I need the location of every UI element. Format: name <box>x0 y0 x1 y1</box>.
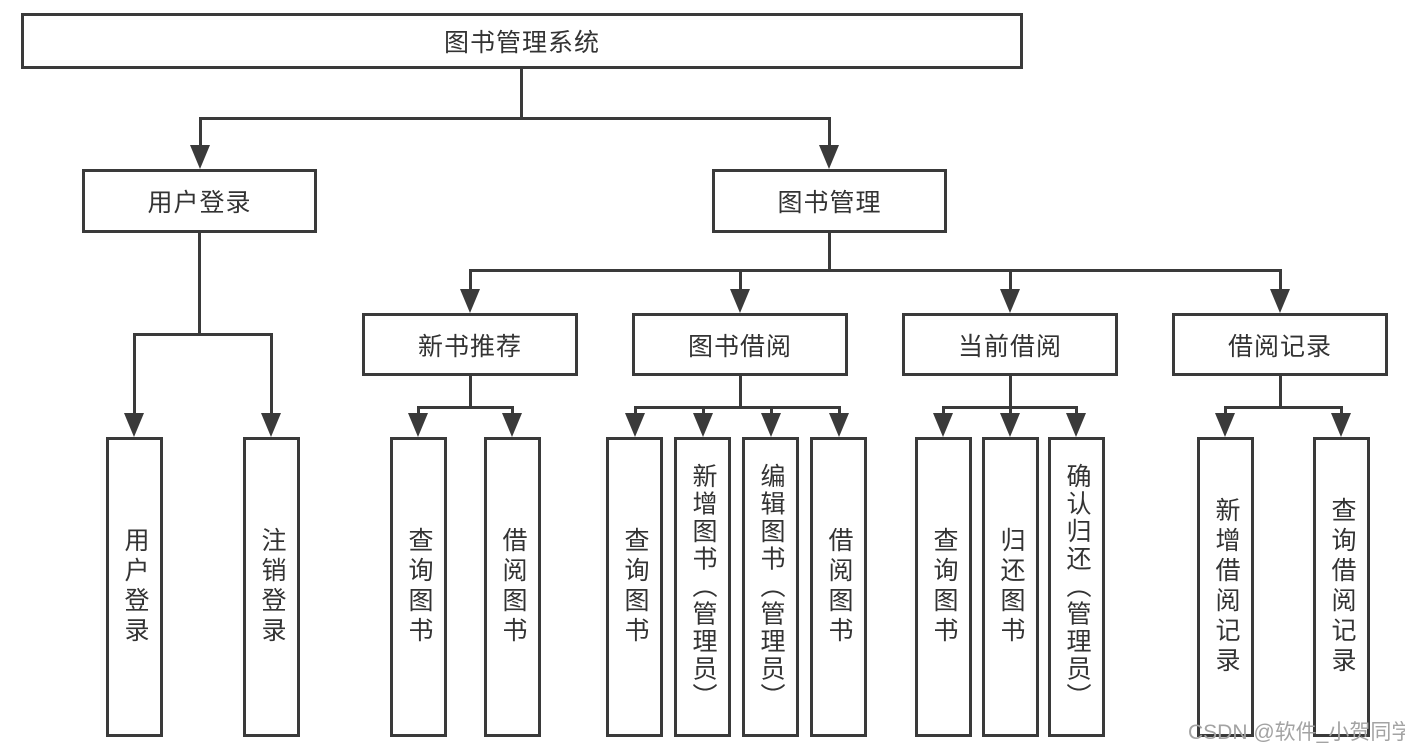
connector-line <box>1279 376 1282 409</box>
leaf-records-add-borrow-record: 新增借阅记录 <box>1197 437 1254 737</box>
connector-arrowhead <box>261 413 281 437</box>
connector-line <box>1075 406 1078 417</box>
leaf-current-query-books: 查询图书 <box>915 437 972 737</box>
connector-arrowhead <box>124 413 144 437</box>
node-label: 新书推荐 <box>417 332 522 361</box>
connector-arrowhead <box>1270 289 1290 313</box>
connector-line <box>634 406 839 409</box>
connector-arrowhead <box>1000 413 1020 437</box>
leaf-label: 查询借阅记录 <box>1328 497 1356 677</box>
connector-line <box>198 233 201 336</box>
connector-line <box>270 333 273 417</box>
connector-line <box>828 233 831 272</box>
node-label: 当前借阅 <box>957 332 1062 361</box>
node-borrowing-records: 借阅记录 <box>1172 313 1388 376</box>
connector-line <box>1009 406 1012 417</box>
leaf-label: 归还图书 <box>997 527 1025 647</box>
leaf-records-query-borrow-record: 查询借阅记录 <box>1313 437 1370 737</box>
connector-line <box>520 69 523 119</box>
connector-line <box>417 406 514 409</box>
connector-line <box>133 333 136 417</box>
connector-arrowhead <box>190 145 210 169</box>
connector-line <box>942 406 945 417</box>
connector-arrowhead <box>819 145 839 169</box>
leaf-label: 编辑图书（管理员） <box>757 463 785 711</box>
connector-line <box>199 117 831 120</box>
connector-arrowhead <box>730 289 750 313</box>
leaf-borrowing-query-books: 查询图书 <box>606 437 663 737</box>
node-book-borrowing: 图书借阅 <box>632 313 848 376</box>
connector-line <box>1340 406 1343 417</box>
connector-line <box>770 406 773 417</box>
connector-line <box>838 406 841 417</box>
connector-line <box>1224 406 1227 417</box>
leaf-current-return-books: 归还图书 <box>982 437 1039 737</box>
node-new-book-recommendation: 新书推荐 <box>362 313 578 376</box>
node-current-borrowing: 当前借阅 <box>902 313 1118 376</box>
connector-arrowhead <box>829 413 849 437</box>
node-label: 图书管理系统 <box>443 29 600 57</box>
node-book-management: 图书管理 <box>712 169 947 233</box>
leaf-label: 查询图书 <box>405 527 433 647</box>
connector-arrowhead <box>1000 289 1020 313</box>
leaf-label: 查询图书 <box>621 527 649 647</box>
connector-line <box>828 117 831 149</box>
node-label: 借阅记录 <box>1227 332 1332 361</box>
connector-line <box>469 269 1282 272</box>
connector-line <box>133 333 273 336</box>
leaf-label: 新增图书（管理员） <box>689 463 717 711</box>
connector-line <box>1009 269 1012 293</box>
watermark: CSDN @软件_小贺同学 <box>1188 721 1405 744</box>
connector-line <box>1009 376 1012 409</box>
connector-line <box>702 406 705 417</box>
connector-line <box>739 269 742 293</box>
connector-line <box>1279 269 1282 293</box>
connector-arrowhead <box>502 413 522 437</box>
leaf-borrowing-edit-books-admin: 编辑图书（管理员） <box>742 437 799 737</box>
leaf-newrec-query-books: 查询图书 <box>390 437 447 737</box>
connector-arrowhead <box>1066 413 1086 437</box>
connector-arrowhead <box>625 413 645 437</box>
connector-line <box>634 406 637 417</box>
leaf-newrec-borrow-books: 借阅图书 <box>484 437 541 737</box>
node-library-management-system: 图书管理系统 <box>21 13 1023 69</box>
leaf-label: 注销登录 <box>258 527 286 647</box>
connector-line <box>417 406 420 417</box>
connector-arrowhead <box>460 289 480 313</box>
connector-line <box>469 269 472 293</box>
node-label: 图书借阅 <box>687 332 792 361</box>
leaf-label: 用户登录 <box>121 527 149 647</box>
node-label: 图书管理 <box>777 189 882 217</box>
leaf-user-login: 用户登录 <box>106 437 163 737</box>
leaf-label: 确认归还（管理员） <box>1063 463 1091 711</box>
connector-arrowhead <box>1215 413 1235 437</box>
connector-line <box>469 376 472 409</box>
leaf-current-confirm-return-admin: 确认归还（管理员） <box>1048 437 1105 737</box>
connector-arrowhead <box>408 413 428 437</box>
connector-arrowhead <box>693 413 713 437</box>
connector-arrowhead <box>1331 413 1351 437</box>
node-label: 用户登录 <box>147 189 252 217</box>
leaf-label: 借阅图书 <box>825 527 853 647</box>
connector-line <box>511 406 514 417</box>
leaf-logout: 注销登录 <box>243 437 300 737</box>
leaf-label: 借阅图书 <box>499 527 527 647</box>
connector-arrowhead <box>933 413 953 437</box>
connector-line <box>199 117 202 149</box>
leaf-label: 查询图书 <box>930 527 958 647</box>
node-user-login: 用户登录 <box>82 169 317 233</box>
leaf-borrowing-add-books-admin: 新增图书（管理员） <box>674 437 731 737</box>
connector-line <box>1224 406 1343 409</box>
connector-line <box>739 376 742 409</box>
leaf-label: 新增借阅记录 <box>1212 497 1240 677</box>
connector-arrowhead <box>761 413 781 437</box>
leaf-borrowing-borrow-books: 借阅图书 <box>810 437 867 737</box>
